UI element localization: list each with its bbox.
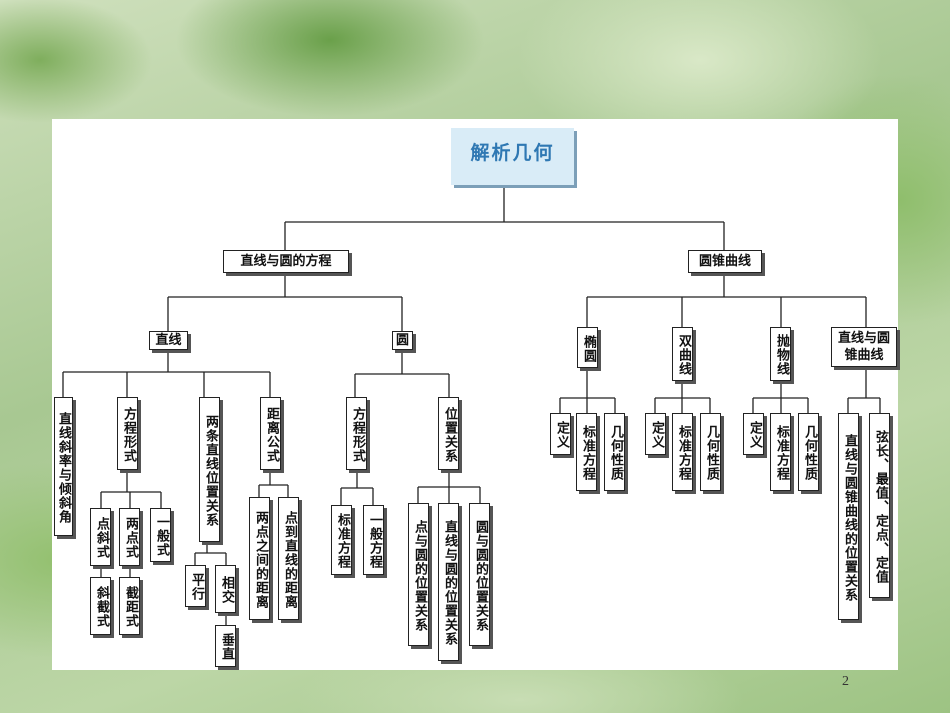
node-circle: 圆: [392, 331, 413, 350]
node-general-form: 一般式: [150, 508, 171, 562]
root-node: 解析几何: [451, 128, 574, 185]
node-perpendicular: 垂直: [215, 625, 236, 667]
node-ellipse-properties: 几何性质: [604, 413, 625, 491]
node-circle-general: 一般方程: [363, 505, 384, 575]
node-circle-relation: 位置关系: [438, 397, 459, 470]
node-line-conic-relation: 直线与圆锥曲线的位置关系: [838, 413, 859, 620]
node-hyperbola-definition: 定义: [645, 413, 666, 455]
node-line: 直线: [149, 331, 188, 350]
node-hyperbola: 双曲线: [672, 327, 693, 381]
node-point-slope: 点斜式: [90, 508, 111, 566]
node-conic-sections: 圆锥曲线: [688, 250, 762, 273]
node-line-circle: 直线与圆的位置关系: [438, 503, 459, 661]
node-circle-forms: 方程形式: [346, 397, 367, 470]
node-two-point: 两点式: [119, 508, 140, 566]
node-point-line-distance: 点到直线的距离: [278, 497, 299, 620]
node-ellipse-standard: 标准方程: [576, 413, 597, 491]
node-circle-standard: 标准方程: [331, 505, 352, 575]
node-intercept-form: 截距式: [119, 577, 140, 635]
node-point-point-distance: 两点之间的距离: [249, 497, 270, 620]
node-hyperbola-properties: 几何性质: [700, 413, 721, 491]
node-intersect: 相交: [215, 565, 236, 613]
node-ellipse: 椭圆: [577, 327, 598, 368]
node-point-circle: 点与圆的位置关系: [408, 503, 429, 646]
node-circle-circle: 圆与圆的位置关系: [469, 503, 490, 646]
node-line-forms: 方程形式: [117, 397, 138, 470]
node-parallel: 平行: [185, 565, 206, 607]
node-slope-inclination: 直线斜率与倾斜角: [54, 397, 73, 536]
node-line-circle-equation: 直线与圆的方程: [223, 250, 349, 273]
node-parabola-definition: 定义: [743, 413, 764, 455]
node-parabola: 抛物线: [770, 327, 791, 381]
node-two-lines-relation: 两条直线位置关系: [199, 397, 220, 542]
node-slope-intercept: 斜截式: [90, 577, 111, 635]
node-parabola-standard: 标准方程: [770, 413, 791, 491]
node-ellipse-definition: 定义: [550, 413, 571, 455]
node-chord-extremum: 弦长、最值、定点、定值: [869, 413, 890, 598]
page-number: 2: [842, 674, 849, 689]
node-line-conic: 直线与圆锥曲线: [831, 327, 897, 367]
node-distance-formula: 距离公式: [260, 397, 281, 470]
node-parabola-properties: 几何性质: [798, 413, 819, 491]
node-hyperbola-standard: 标准方程: [672, 413, 693, 491]
